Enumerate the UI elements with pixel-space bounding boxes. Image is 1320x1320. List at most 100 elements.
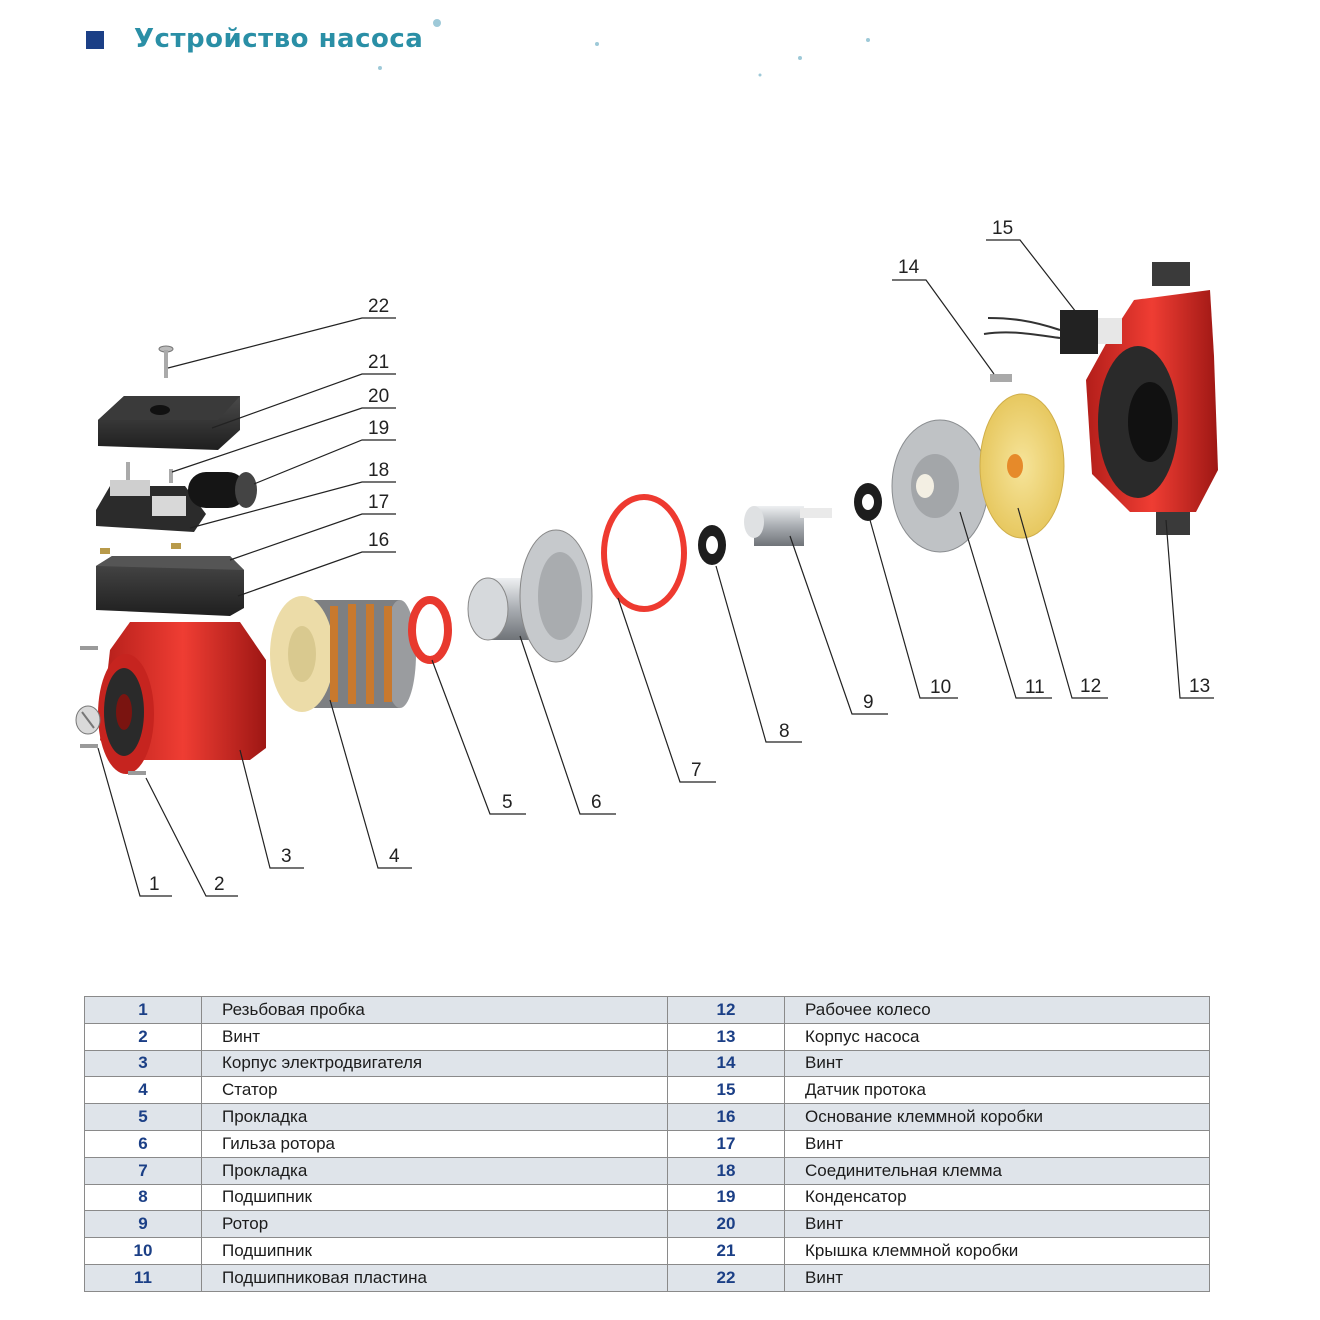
leader-2 <box>145 777 238 897</box>
table-row: 5 Прокладка 16 Основание клеммной коробк… <box>84 1103 1210 1131</box>
part-number: 13 <box>667 1022 785 1051</box>
callout-21: 21 <box>368 352 389 373</box>
leader-21 <box>211 373 396 429</box>
part-number: 5 <box>84 1103 202 1131</box>
leader-9 <box>789 535 888 715</box>
parts-legend-table: 1 Резьбовая пробка 12 Рабочее колесо 2 В… <box>84 996 1210 1292</box>
leader-16 <box>237 551 396 597</box>
table-row: 1 Резьбовая пробка 12 Рабочее колесо <box>84 996 1210 1024</box>
part-name: Основание клеммной коробки <box>784 1103 1210 1131</box>
callout-10: 10 <box>930 677 951 698</box>
part-name: Винт <box>784 1263 1210 1292</box>
leader-22 <box>167 317 396 369</box>
callout-14: 14 <box>898 257 920 278</box>
part-22-screw <box>158 345 174 378</box>
part-number: 1 <box>84 996 202 1024</box>
part-5-gasket <box>408 596 452 664</box>
leader-7 <box>617 597 716 783</box>
callout-6: 6 <box>591 792 602 813</box>
callout-8: 8 <box>779 721 790 742</box>
table-row: 2 Винт 13 Корпус насоса <box>84 1022 1210 1051</box>
part-10-bearing <box>854 483 882 521</box>
part-number: 2 <box>84 1022 202 1051</box>
part-name: Гильза ротора <box>201 1129 668 1158</box>
part-7-gasket <box>601 494 687 612</box>
part-number: 22 <box>667 1263 785 1292</box>
callout-12: 12 <box>1080 676 1101 697</box>
table-row: 4 Статор 15 Датчик протока <box>84 1076 1210 1105</box>
leader-11 <box>959 511 1052 699</box>
leader-4 <box>329 699 412 869</box>
part-20-screws <box>126 462 173 483</box>
part-name: Винт <box>784 1210 1210 1239</box>
part-number: 16 <box>667 1103 785 1131</box>
leader-5 <box>431 659 526 815</box>
part-number: 3 <box>84 1049 202 1078</box>
water-droplets <box>378 19 870 77</box>
part-name: Винт <box>784 1049 1210 1078</box>
callout-13: 13 <box>1189 676 1210 697</box>
leader-6 <box>519 635 616 815</box>
part-name: Корпус насоса <box>784 1022 1210 1051</box>
part-name: Резьбовая пробка <box>201 996 668 1024</box>
leader-8 <box>715 565 802 743</box>
table-row: 6 Гильза ротора 17 Винт <box>84 1129 1210 1158</box>
part-number: 9 <box>84 1210 202 1239</box>
callout-18: 18 <box>368 460 389 481</box>
part-16-terminal-box-base <box>96 556 244 616</box>
leader-3 <box>239 749 304 869</box>
part-9-rotor <box>744 506 832 546</box>
part-name: Соединительная клемма <box>784 1156 1210 1185</box>
part-1-threaded-plug <box>75 705 101 735</box>
part-number: 12 <box>667 996 785 1024</box>
part-name: Статор <box>201 1076 668 1105</box>
part-number: 10 <box>84 1237 202 1265</box>
callout-1: 1 <box>149 874 160 895</box>
table-row: 8 Подшипник 19 Конденсатор <box>84 1183 1210 1212</box>
part-number: 21 <box>667 1237 785 1265</box>
callout-2: 2 <box>214 874 225 895</box>
callout-16: 16 <box>368 530 389 551</box>
callout-5: 5 <box>502 792 513 813</box>
callout-7: 7 <box>691 760 702 781</box>
part-12-impeller <box>979 393 1065 539</box>
part-name: Винт <box>784 1129 1210 1158</box>
part-18-terminal-block <box>96 480 206 532</box>
table-row: 10 Подшипник 21 Крышка клеммной коробки <box>84 1237 1210 1265</box>
table-row: 3 Корпус электродвигателя 14 Винт <box>84 1049 1210 1078</box>
leader-20 <box>171 407 396 473</box>
part-19-capacitor <box>188 472 257 508</box>
part-name: Подшипниковая пластина <box>201 1263 668 1292</box>
part-name: Ротор <box>201 1210 668 1239</box>
part-number: 15 <box>667 1076 785 1105</box>
callout-15: 15 <box>992 218 1013 239</box>
part-number: 20 <box>667 1210 785 1239</box>
part-3-motor-housing <box>98 622 266 774</box>
part-name: Винт <box>201 1022 668 1051</box>
part-6-rotor-can <box>467 529 593 663</box>
part-number: 6 <box>84 1129 202 1158</box>
part-name: Прокладка <box>201 1103 668 1131</box>
part-number: 19 <box>667 1183 785 1212</box>
callout-22: 22 <box>368 296 389 317</box>
callout-4: 4 <box>389 846 400 867</box>
callout-11: 11 <box>1025 677 1045 698</box>
part-15-flow-sensor <box>983 310 1122 354</box>
part-number: 11 <box>84 1263 202 1292</box>
part-name: Конденсатор <box>784 1183 1210 1212</box>
callout-20: 20 <box>368 386 389 407</box>
part-name: Подшипник <box>201 1183 668 1212</box>
part-13-pump-body <box>1086 262 1218 535</box>
leader-14 <box>892 279 995 375</box>
part-name: Корпус электродвигателя <box>201 1049 668 1078</box>
leader-18 <box>189 481 396 529</box>
part-name: Подшипник <box>201 1237 668 1265</box>
leader-12 <box>1017 507 1108 699</box>
part-14-screw <box>990 374 1012 382</box>
part-name: Датчик протока <box>784 1076 1210 1105</box>
part-number: 18 <box>667 1156 785 1185</box>
part-name: Прокладка <box>201 1156 668 1185</box>
table-row: 9 Ротор 20 Винт <box>84 1210 1210 1239</box>
callout-9: 9 <box>863 692 874 713</box>
part-21-terminal-box-cover <box>98 396 240 450</box>
